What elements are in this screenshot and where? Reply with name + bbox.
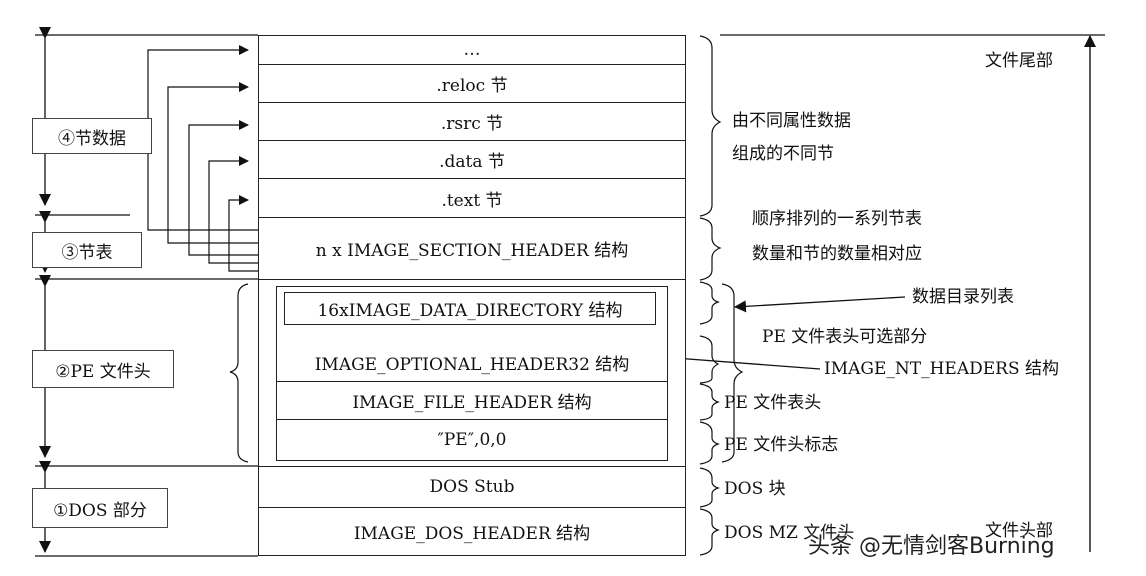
left-span-arrows (35, 27, 258, 557)
pe-signature-row: ″PE″,0,0 (276, 420, 668, 460)
sections-desc-line2: 组成的不同节 (732, 144, 834, 164)
ellipsis-text: … (463, 40, 481, 60)
nt-headers-label: IMAGE_NT_HEADERS 结构 (824, 359, 1060, 379)
section-header-table: n x IMAGE_SECTION_HEADER 结构 (258, 217, 686, 280)
dos-block-label: DOS 块 (724, 479, 786, 499)
section-table-label: ③节表 (32, 232, 142, 268)
watermark-text: 头条 @无情剑客Burning (808, 534, 1055, 559)
rsrc-section: .rsrc 节 (258, 102, 686, 141)
section-pointer-arrows (147, 45, 258, 272)
optional-header-text: IMAGE_OPTIONAL_HEADER32 结构 (314, 355, 630, 375)
pe-header-label-text: ②PE 文件头 (55, 361, 151, 382)
section-data-label-text: ④节数据 (58, 128, 126, 149)
file-tail-label: 文件尾部 (985, 51, 1053, 71)
dos-part-label-text: ①DOS 部分 (53, 500, 147, 521)
file-header-row: IMAGE_FILE_HEADER 结构 (276, 382, 668, 420)
reloc-section: .reloc 节 (258, 64, 686, 103)
file-head-label: 文件头部 (985, 521, 1053, 541)
dos-part-label: ①DOS 部分 (32, 488, 168, 528)
optional-header-row: IMAGE_OPTIONAL_HEADER32 结构 (276, 344, 668, 382)
section-header-text: n x IMAGE_SECTION_HEADER 结构 (315, 241, 629, 261)
data-directory-list-label: 数据目录列表 (912, 287, 1014, 307)
table-desc-line2: 数量和节的数量相对应 (752, 244, 922, 264)
dos-stub-text: DOS Stub (429, 477, 515, 497)
sections-desc-line1: 由不同属性数据 (732, 111, 851, 131)
ellipsis-row: … (258, 35, 686, 65)
pe-header-label: ②PE 文件头 (32, 350, 174, 388)
right-braces (699, 35, 744, 556)
section-data-label: ④节数据 (32, 118, 152, 154)
reloc-section-text: .reloc 节 (436, 76, 508, 96)
data-section: .data 节 (258, 140, 686, 179)
dos-header-text: IMAGE_DOS_HEADER 结构 (353, 524, 591, 544)
dos-header: IMAGE_DOS_HEADER 结构 (258, 507, 686, 556)
rsrc-section-text: .rsrc 节 (440, 114, 504, 134)
data-directory-text: 16xIMAGE_DATA_DIRECTORY 结构 (317, 301, 623, 321)
pe-signature-text: ″PE″,0,0 (437, 430, 507, 450)
optional-part-label: PE 文件表头可选部分 (762, 327, 928, 347)
data-section-text: .data 节 (439, 152, 505, 172)
file-header-desc-label: PE 文件表头 (724, 393, 822, 413)
annotation-arrows (661, 296, 906, 370)
pe-signature-desc-label: PE 文件头标志 (724, 435, 839, 455)
dos-stub: DOS Stub (258, 466, 686, 508)
text-section: .text 节 (258, 178, 686, 218)
pe-header-left-brace (229, 283, 249, 463)
data-directory-box: 16xIMAGE_DATA_DIRECTORY 结构 (284, 292, 656, 325)
text-section-text: .text 节 (441, 190, 503, 211)
dos-mz-header-label: DOS MZ 文件头 (724, 523, 855, 543)
table-desc-line1: 顺序排列的一系列节表 (752, 209, 922, 229)
section-table-label-text: ③节表 (61, 242, 113, 263)
file-header-text: IMAGE_FILE_HEADER 结构 (352, 393, 592, 413)
